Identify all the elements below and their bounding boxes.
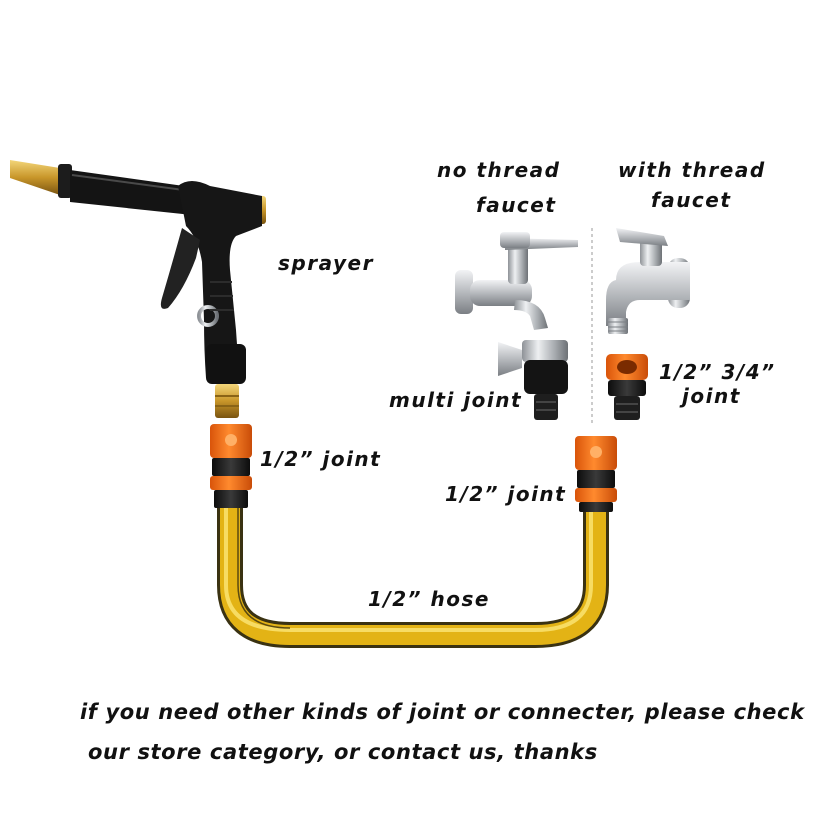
with-thread-faucet-label-line2: faucet bbox=[651, 188, 732, 212]
left-half-inch-connector bbox=[210, 424, 252, 508]
note-line-2: our store category, or contact us, thank… bbox=[88, 740, 598, 764]
hose bbox=[217, 505, 609, 648]
with-thread-faucet bbox=[606, 228, 690, 334]
note-line-1: if you need other kinds of joint or conn… bbox=[80, 700, 805, 724]
sprayer-lock-ring bbox=[197, 305, 219, 327]
threaded-joint-fitting bbox=[606, 354, 648, 420]
nozzle-collar bbox=[58, 164, 72, 198]
no-thread-faucet bbox=[455, 232, 578, 330]
right-joint-label: 1/2” joint bbox=[445, 482, 567, 506]
sprayer-brass-connector bbox=[215, 384, 239, 418]
hose-label: 1/2” hose bbox=[368, 587, 490, 611]
multi-joint-label: multi joint bbox=[389, 388, 523, 412]
multi-joint-fitting bbox=[498, 340, 568, 420]
right-half-inch-connector bbox=[575, 436, 617, 512]
no-thread-faucet-label-line2: faucet bbox=[476, 193, 557, 217]
with-thread-faucet-label-line1: with thread bbox=[618, 158, 766, 182]
no-thread-faucet-label-line1: no thread bbox=[437, 158, 561, 182]
threaded-joint-label-line2: joint bbox=[682, 384, 741, 408]
sprayer-nozzle bbox=[10, 160, 60, 195]
sprayer-trigger bbox=[160, 228, 200, 309]
left-joint-label: 1/2” joint bbox=[260, 447, 382, 471]
sprayer-body bbox=[178, 181, 262, 378]
sprayer-label: sprayer bbox=[278, 251, 374, 275]
sprayer-base bbox=[206, 344, 246, 384]
threaded-joint-label-line1: 1/2” 3/4” bbox=[659, 360, 776, 384]
sprayer-gun bbox=[10, 160, 266, 418]
